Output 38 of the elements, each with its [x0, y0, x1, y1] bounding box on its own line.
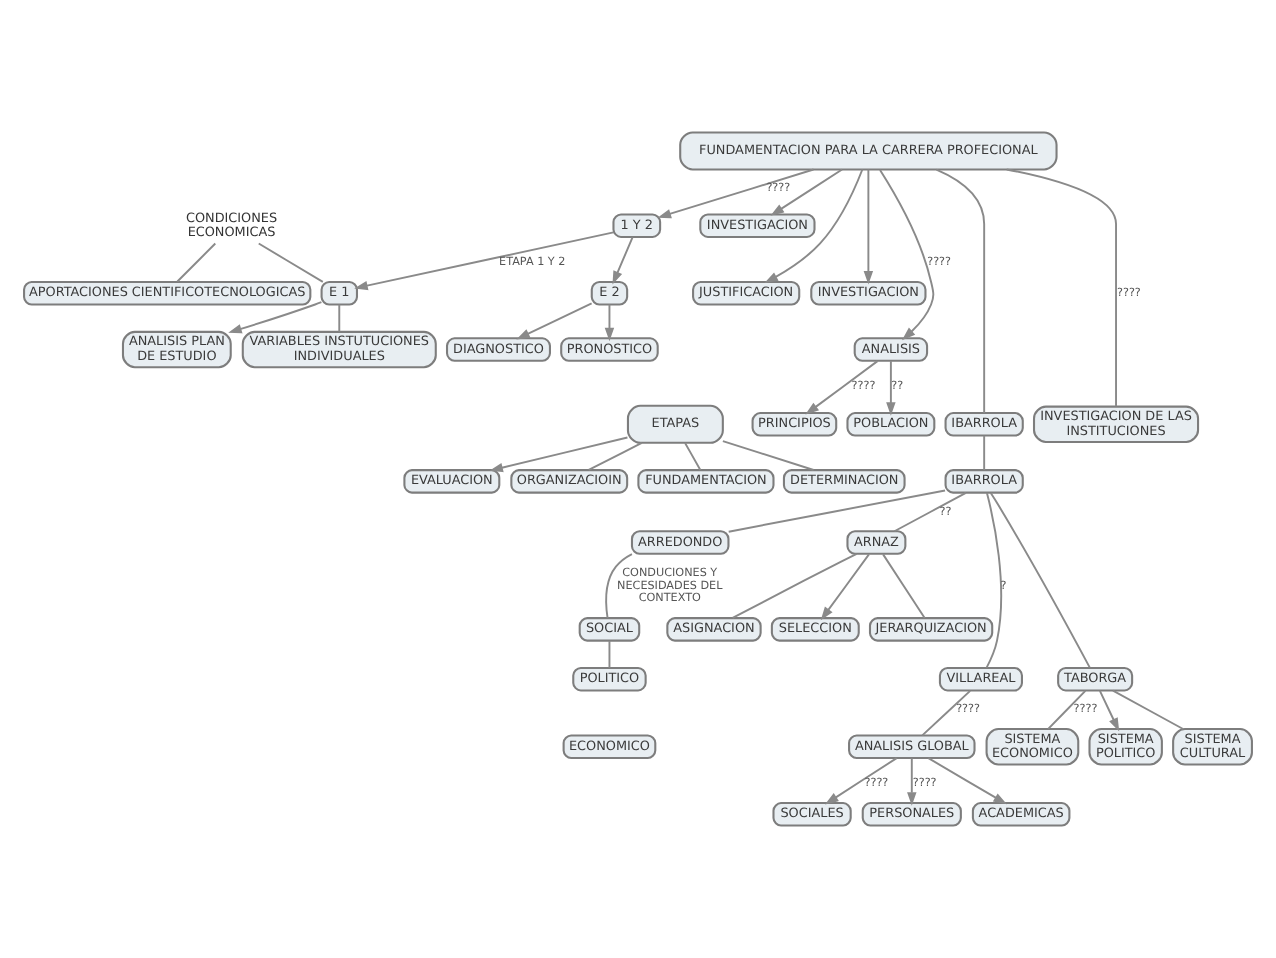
arrow	[863, 168, 874, 285]
arrow	[228, 301, 323, 334]
connector	[605, 553, 633, 619]
connector	[935, 168, 986, 414]
arrow	[489, 436, 629, 473]
connector	[176, 242, 217, 283]
connector	[921, 689, 972, 737]
arrow	[612, 236, 634, 285]
connector	[587, 442, 643, 471]
connector	[727, 489, 946, 533]
connector	[985, 492, 1003, 669]
connector	[257, 242, 324, 283]
connector	[983, 434, 986, 471]
connector	[1005, 168, 1117, 408]
arrow	[657, 168, 815, 219]
arrow	[1098, 689, 1120, 732]
arrow	[516, 302, 593, 340]
arrow	[764, 168, 864, 284]
connector	[1112, 689, 1185, 730]
arrow	[886, 360, 896, 416]
arrow	[354, 231, 615, 291]
connector	[731, 552, 858, 619]
arrow	[770, 168, 844, 216]
arrow	[907, 757, 917, 806]
arrow	[824, 757, 898, 805]
arrow	[879, 169, 935, 341]
arrow	[820, 553, 870, 621]
arrow	[805, 360, 879, 415]
arrow	[604, 303, 615, 342]
connector	[1047, 689, 1087, 730]
connector	[608, 639, 611, 669]
connector	[882, 553, 926, 619]
connector	[893, 491, 967, 533]
connector	[684, 442, 702, 471]
arrow	[927, 757, 1007, 805]
connector	[989, 492, 1091, 669]
connector	[338, 303, 341, 333]
connector	[721, 440, 815, 471]
